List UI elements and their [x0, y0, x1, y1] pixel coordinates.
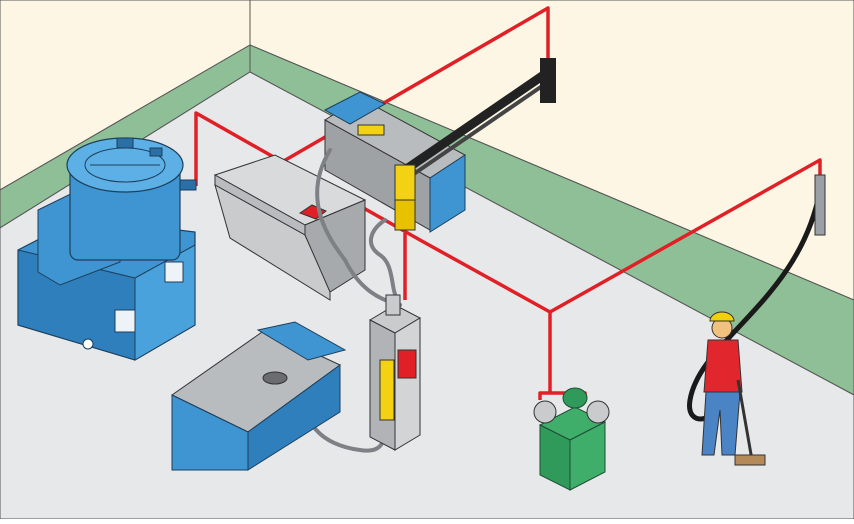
downdraft-table-lower	[171, 321, 347, 471]
worker-with-floor-tool	[687, 174, 826, 466]
bench-grinder	[533, 387, 610, 491]
dust-collector	[17, 137, 197, 361]
extraction-arm	[394, 58, 556, 231]
vacuum-unit	[368, 294, 422, 451]
